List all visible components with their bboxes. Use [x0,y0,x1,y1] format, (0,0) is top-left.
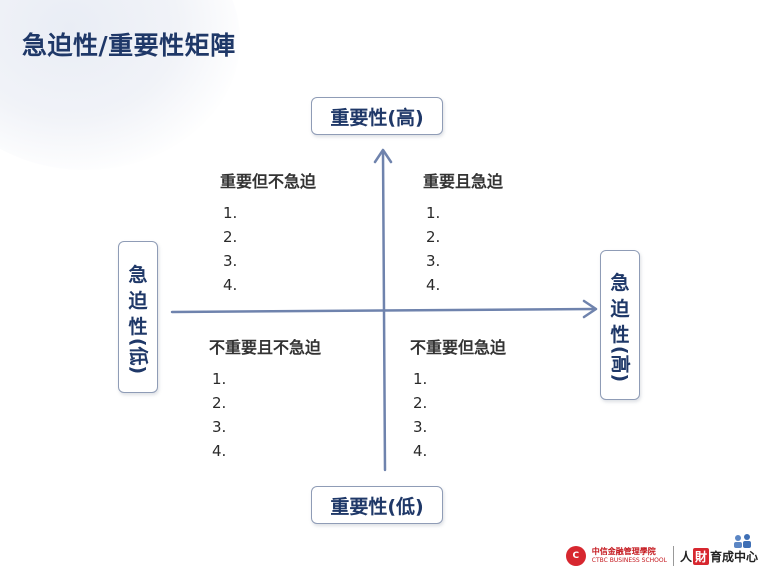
list-item: 2. [223,228,238,246]
list-item: 4. [426,276,441,294]
list-item: 4. [413,442,428,460]
axis-arrow-right-icon [582,299,598,319]
quadrant-top-left: 重要但不急迫 1. 2. 3. 4. [220,168,316,297]
list-item: 2. [212,394,227,412]
list-item: 1. [212,370,227,388]
list-item: 2. [426,228,441,246]
axis-label-top-text: 重要性(高) [330,106,424,129]
brand-part: 育成中心 [709,549,758,564]
quadrant-list: 1. 2. 3. 4. [209,367,321,463]
axis-label-top: 重要性(高) [311,97,443,135]
quadrant-title: 重要但不急迫 [220,172,317,191]
brand-part: 人 [679,549,692,564]
list-item: 3. [223,252,238,270]
brand-part-highlight: 財 [692,547,709,565]
horizontal-axis-line [170,307,596,314]
list-item: 3. [426,252,441,270]
list-item: 3. [413,418,428,436]
quadrant-top-right: 重要且急迫 1. 2. 3. 4. [423,168,503,297]
axis-label-left-paren: (低) [127,337,149,375]
quadrant-title: 重要且急迫 [423,172,504,191]
axis-label-left-char: 性 [128,316,148,338]
axis-label-right-char: 急 [610,272,630,294]
list-item: 4. [223,276,238,294]
quadrant-list: 1. 2. 3. 4. [220,201,316,297]
talent-center-logo: 人 財 育成中心 [679,547,758,565]
school-logo-icon: C [565,546,586,566]
quadrant-list: 1. 2. 3. 4. [423,201,503,297]
list-item: 2. [413,394,428,412]
axis-label-right-char: 性 [610,324,630,346]
quadrant-list: 1. 2. 3. 4. [410,367,506,463]
people-icon [734,534,751,548]
page-title: 急迫性/重要性矩陣 [22,31,236,60]
school-logo-text: 中信金融管理學院 CTBC BUSINESS SCHOOL [592,547,667,565]
list-item: 1. [413,370,428,388]
quadrant-bottom-right: 不重要但急迫 1. 2. 3. 4. [410,334,506,463]
list-item: 1. [223,204,238,222]
axis-label-right-char: 迫 [610,298,630,320]
axis-label-left: 急 迫 性 (低) [118,241,158,393]
quadrant-title: 不重要且不急迫 [209,338,322,357]
school-name-en: CTBC BUSINESS SCHOOL [591,557,667,564]
axis-label-left-char: 急 [128,264,148,286]
school-name-cn: 中信金融管理學院 [591,547,656,556]
list-item: 4. [212,442,227,460]
axis-label-right-paren: (高) [609,345,631,383]
axis-label-bottom-text: 重要性(低) [330,495,424,518]
axis-label-left-char: 迫 [128,290,148,312]
quadrant-title: 不重要但急迫 [410,338,507,357]
logo-divider [672,546,674,566]
list-item: 3. [212,418,227,436]
axis-label-bottom: 重要性(低) [311,486,443,524]
footer-logos: C 中信金融管理學院 CTBC BUSINESS SCHOOL 人 財 育成中心 [565,546,758,566]
quadrant-bottom-left: 不重要且不急迫 1. 2. 3. 4. [209,334,321,463]
axis-label-right: 急 迫 性 (高) [600,250,640,400]
list-item: 1. [426,204,441,222]
axis-arrow-up-icon [373,148,393,164]
